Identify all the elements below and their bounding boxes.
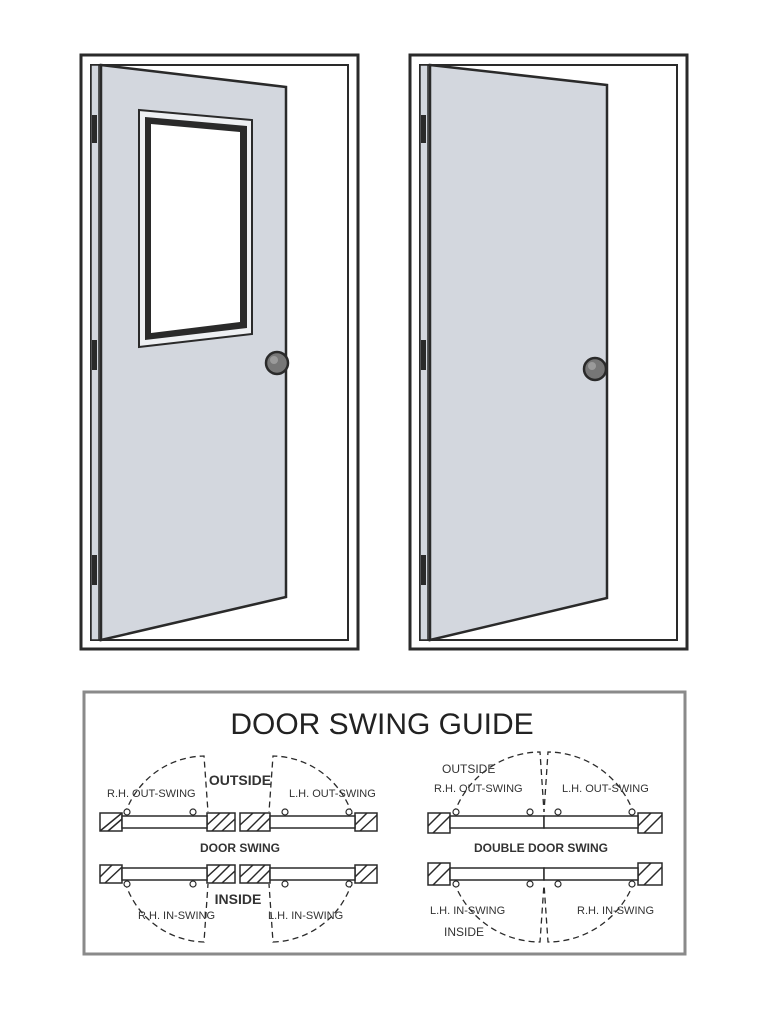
hinge-icon [92,340,97,370]
double-lh-in-label: L.H. IN-SWING [430,905,505,917]
hinge-icon [92,115,97,143]
guide-title: DOOR SWING GUIDE [230,708,533,741]
single-lh-in-label: L.H. IN-SWING [268,910,343,922]
single-rh-in-label: R.H. IN-SWING [138,910,215,922]
double-rh-out-label: R.H. OUT-SWING [434,783,523,795]
double-in-swing-arc-left [453,881,545,943]
double-heading-label: DOUBLE DOOR SWING [474,841,608,855]
double-out-swing-arc-right [543,751,635,815]
single-heading-label: DOOR SWING [200,841,280,855]
door-swing-guide: DOOR SWING GUIDE [82,690,687,956]
door-window-glass [151,124,240,333]
double-outside-label: OUTSIDE [442,762,495,776]
rh-out-swing-arc [124,755,209,815]
hinge-icon [421,115,426,143]
double-in-swing-arc-right [543,881,635,943]
doorknob-highlight [270,356,278,364]
hinge-icon [92,555,97,585]
lh-out-swing-arc [268,755,353,815]
rh-in-swing-arc [124,881,209,943]
single-lh-out-label: L.H. OUT-SWING [289,788,376,800]
double-bottom-wall-row [427,862,663,886]
single-rh-out-label: R.H. OUT-SWING [107,788,196,800]
double-top-wall-row [427,812,663,834]
double-rh-in-label: R.H. IN-SWING [577,905,654,917]
doorknob-icon [264,350,290,376]
single-door-swing-diagram [99,755,378,943]
solid-door [408,53,689,651]
single-inside-label: INSIDE [215,891,262,907]
double-door-hardware [452,808,636,888]
doorknob-highlight [588,362,596,370]
top-wall-row [99,812,378,832]
doorknob-icon [582,356,608,382]
lh-in-swing-arc [268,881,353,943]
hinge-icon [421,340,426,370]
single-outside-label: OUTSIDE [209,772,271,788]
double-door-swing-diagram [427,751,663,943]
hinge-icon [421,555,426,585]
bottom-wall-row [99,864,378,884]
double-lh-out-label: L.H. OUT-SWING [562,783,649,795]
door-hardware [123,808,353,888]
door-with-window [79,53,360,651]
double-inside-label: INSIDE [444,925,484,939]
double-out-swing-arc-left [453,751,545,815]
door-leaf [428,63,609,642]
